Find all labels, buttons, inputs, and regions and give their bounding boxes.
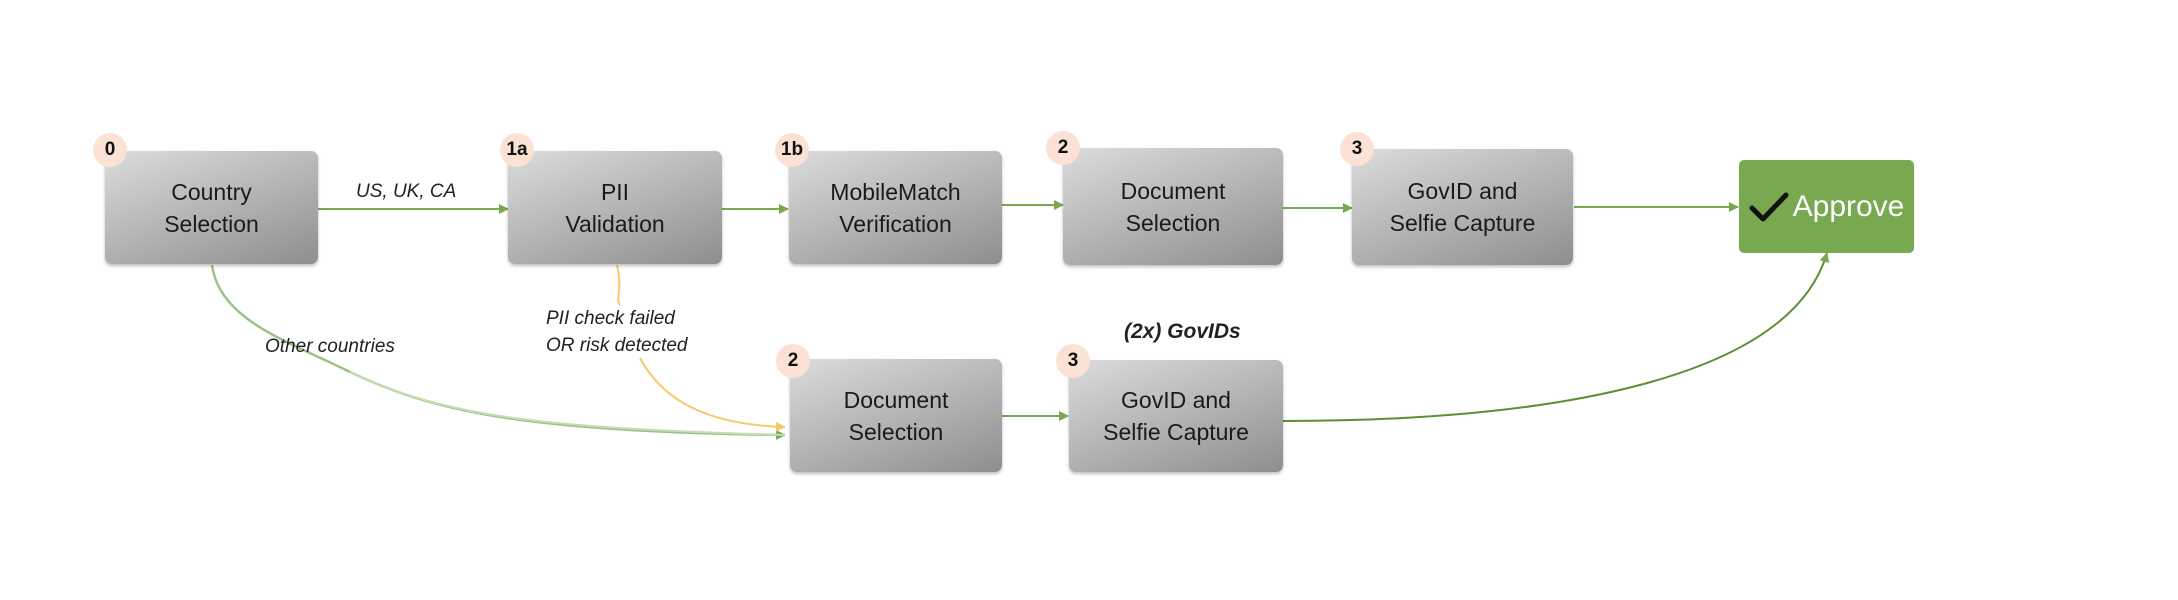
node-label: GovID and Selfie Capture (1103, 387, 1249, 445)
node-document-selection-bottom[interactable]: Document Selection (790, 359, 1002, 472)
step-badge: 3 (1340, 132, 1374, 166)
node-pii-validation[interactable]: PII Validation (508, 151, 722, 264)
node-label: Document Selection (843, 386, 949, 445)
edge-other-countries-trail (349, 371, 786, 436)
edge-pii-failed-lower (639, 357, 786, 432)
node-country-selection[interactable]: Country Selection (105, 151, 318, 264)
node-govid-selfie-top[interactable]: GovID and Selfie Capture (1352, 149, 1573, 265)
check-icon (1749, 192, 1789, 221)
step-badge: 2 (776, 344, 810, 378)
node-govid-selfie-bottom[interactable]: GovID and Selfie Capture (1069, 360, 1283, 472)
step-badge: 1a (500, 133, 534, 167)
edge-pii-failed (616, 264, 621, 306)
approve-node[interactable]: Approve (1739, 160, 1914, 253)
label-supported-countries: US, UK, CA (356, 181, 457, 202)
step-badge: 3 (1056, 344, 1090, 378)
step-badge: 2 (1046, 131, 1080, 165)
step-badge: 0 (93, 133, 127, 167)
node-label: GovID and Selfie Capture (1389, 178, 1536, 236)
label-two-govids: (2x) GovIDs (1124, 320, 1241, 343)
node-mobilematch-verification[interactable]: MobileMatch Verification (789, 151, 1002, 264)
approve-label: Approve (1792, 189, 1905, 223)
step-badge: 1b (775, 133, 809, 167)
node-label: PII Validation (565, 178, 665, 237)
label-other-countries: Other countries (265, 336, 395, 357)
node-label: Country Selection (164, 178, 259, 237)
node-document-selection-top[interactable]: Document Selection (1063, 148, 1283, 265)
label-pii-check-failed: PII check failed OR risk detected (546, 308, 688, 356)
edge-govid-bottom-to-approve (1282, 252, 1830, 422)
node-label: MobileMatch Verification (830, 178, 961, 237)
node-label: Document Selection (1120, 177, 1226, 236)
